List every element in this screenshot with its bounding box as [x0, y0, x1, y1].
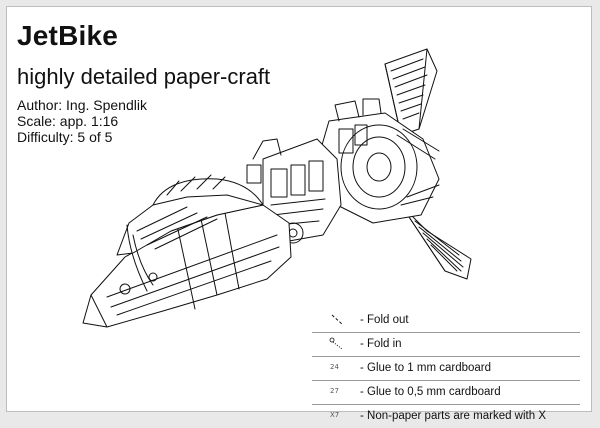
- legend-row-fold-in: - Fold in: [312, 333, 580, 357]
- fold-in-line-icon: [329, 337, 343, 350]
- author-line: Author: Ing. Spendlik: [17, 97, 147, 113]
- jetbike-illustration: [82, 48, 472, 328]
- legend-text: - Non-paper parts are marked with X: [360, 410, 546, 422]
- legend-table: - Fold out - Fold in 24 - Glue to 1 mm c…: [312, 309, 580, 428]
- legend-text: - Glue to 0,5 mm cardboard: [360, 386, 501, 398]
- legend-text: - Glue to 1 mm cardboard: [360, 362, 492, 374]
- upper-tail-fin: [384, 48, 438, 136]
- page-subtitle: highly detailed paper-craft: [17, 64, 271, 89]
- scale-line: Scale: app. 1:16: [17, 113, 119, 129]
- non-paper-marker-icon: X7: [330, 411, 340, 419]
- legend-text: - Fold out: [360, 314, 409, 326]
- page-title: JetBike: [17, 20, 119, 51]
- legend-row-fold-out: - Fold out: [312, 309, 580, 333]
- front-hull: [82, 204, 292, 328]
- legend-row-non-paper: X7 - Non-paper parts are marked with X: [312, 405, 580, 428]
- legend-text: - Fold in: [360, 338, 402, 350]
- fold-out-line-icon: [331, 314, 343, 325]
- glue-05mm-marker-icon: 27: [330, 387, 339, 395]
- instruction-sheet: JetBike highly detailed paper-craft Auth…: [6, 6, 592, 422]
- front-cowl: [116, 174, 264, 292]
- legend-row-glue-05mm: 27 - Glue to 0,5 mm cardboard: [312, 381, 580, 405]
- glue-1mm-marker-icon: 24: [330, 363, 339, 371]
- legend-row-glue-1mm: 24 - Glue to 1 mm cardboard: [312, 357, 580, 381]
- difficulty-line: Difficulty: 5 of 5: [17, 129, 113, 145]
